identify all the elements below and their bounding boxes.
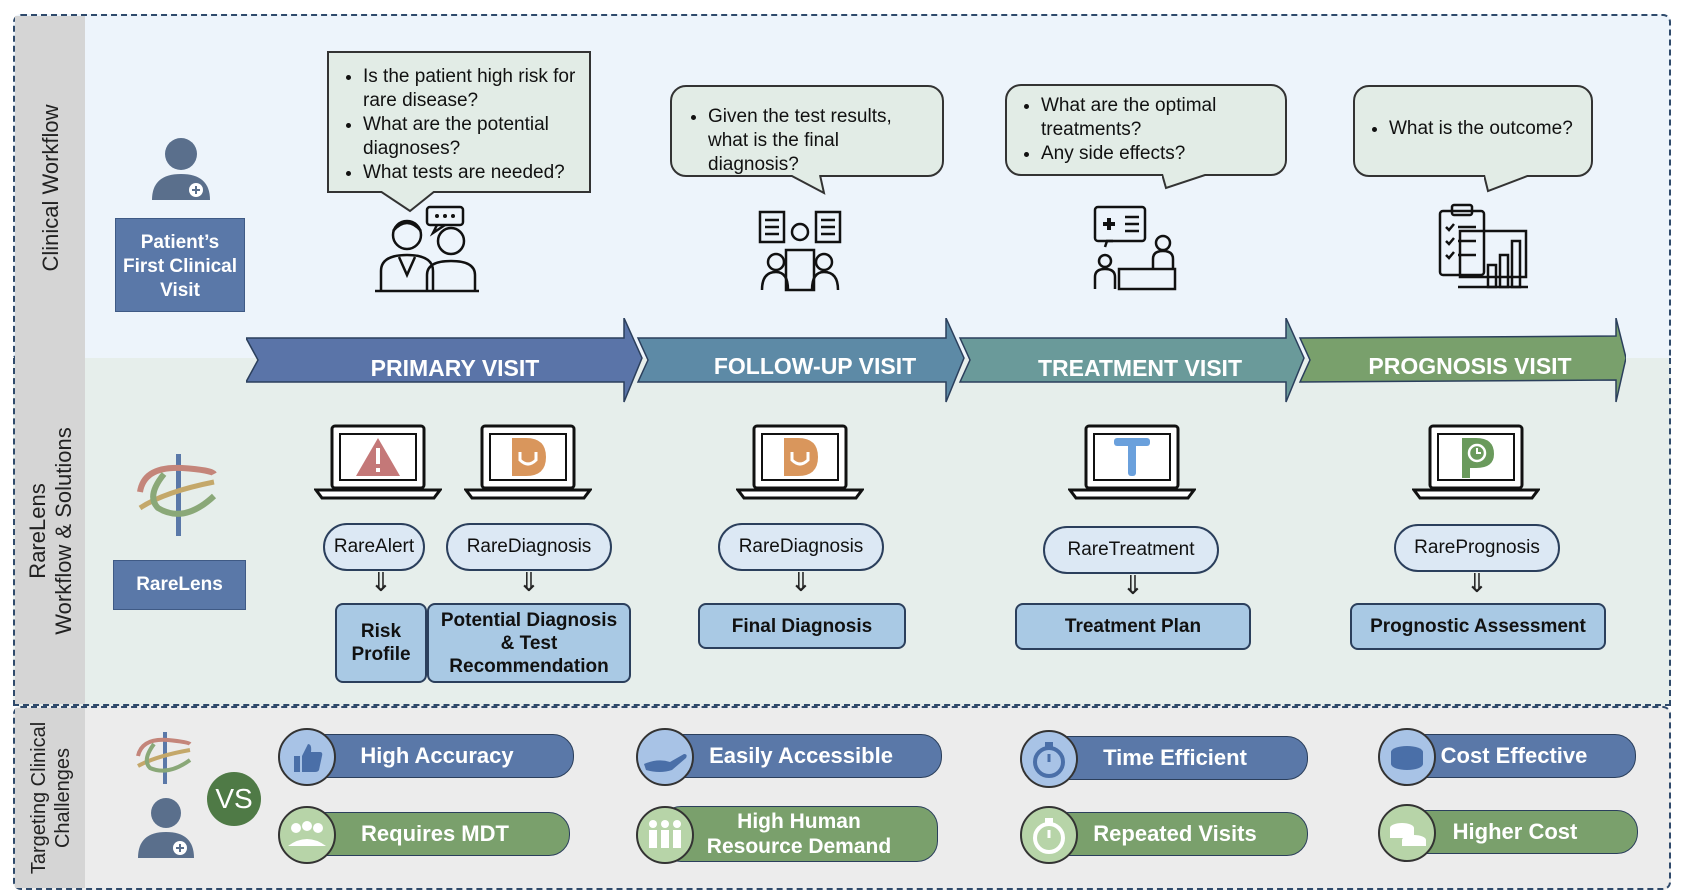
rarelens-label: RareLens Workflow & Solutions (25, 427, 77, 634)
primary-question-1: Is the patient high risk for rare diseas… (363, 65, 581, 113)
treatment-bubble-tail (1162, 174, 1209, 190)
patient-box-line1: Patient’s (140, 232, 220, 253)
rarediagnosis-final-tool[interactable]: RareDiagnosis (718, 523, 884, 571)
stopwatch-icon (1020, 730, 1078, 788)
challenge-hr-line2: Resource Demand (706, 835, 892, 858)
team-meeting-icon (758, 210, 842, 292)
rarealert-laptop-icon (314, 424, 442, 500)
prognosis-question-1: What is the outcome? (1389, 117, 1583, 141)
final-diagnosis-output: Final Diagnosis (698, 603, 906, 649)
rareprognosis-down-arrow: ⇓ (1466, 568, 1488, 598)
prognostic-assessment-output: Prognostic Assessment (1350, 603, 1606, 650)
raretreatment-laptop-icon (1068, 424, 1196, 500)
treatment-question-2: Any side effects? (1041, 142, 1277, 166)
clinical-workflow-section: Clinical Workflow (13, 14, 1671, 362)
rarelens-label-line1: RareLens (25, 483, 50, 579)
coins-icon (1378, 728, 1436, 786)
treatment-visit-label: TREATMENT VISIT (1037, 355, 1242, 381)
raretreatment-down-arrow: ⇓ (1122, 570, 1144, 600)
group-icon (278, 806, 336, 864)
money-stack-icon (1378, 804, 1436, 862)
benefit-time-efficient: Time Efficient (1042, 736, 1308, 780)
challenges-label: Targeting Clinical Challenges (27, 722, 75, 874)
rarediagnosis-final-down-arrow: ⇓ (790, 567, 812, 597)
followup-question-bubble: Given the test results, what is the fina… (670, 85, 944, 177)
primary-question-bubble: Is the patient high risk for rare diseas… (327, 51, 591, 193)
patient-small-icon (138, 798, 194, 858)
challenge-high-human-resource: High Human Resource Demand (660, 806, 938, 862)
rarediagnosis-laptop-icon (464, 424, 592, 500)
rarediagnosis-final-laptop-icon (736, 424, 864, 500)
raretreatment-tool[interactable]: RareTreatment (1043, 526, 1219, 574)
potential-diagnosis-output: Potential Diagnosis & Test Recommendatio… (427, 603, 631, 683)
prognosis-question-bubble: What is the outcome? (1353, 85, 1593, 177)
treatment-plan-output: Treatment Plan (1015, 603, 1251, 650)
primary-visit-label: PRIMARY VISIT (370, 355, 540, 381)
challenge-hr-line1: High Human (737, 810, 861, 833)
challenges-label-line1: Targeting Clinical (28, 721, 50, 875)
treatment-question-bubble: What are the optimal treatments? Any sid… (1005, 84, 1287, 176)
rarediagnosis-down-arrow: ⇓ (518, 567, 540, 597)
followup-visit-label: FOLLOW-UP VISIT (713, 353, 917, 379)
primary-visit-arrow (246, 318, 643, 403)
doctor-patient-consultation-icon (375, 205, 479, 293)
followup-visit-arrow (636, 318, 965, 403)
challenge-requires-mdt: Requires MDT (300, 812, 570, 856)
risk-profile-line2: Profile (351, 644, 411, 665)
thumbs-up-icon (278, 728, 336, 786)
primary-question-2: What are the potential diagnoses? (363, 113, 581, 161)
risk-profile-output: Risk Profile (335, 603, 427, 683)
benefit-high-accuracy: High Accuracy (300, 734, 574, 778)
clinical-workflow-label: Clinical Workflow (38, 104, 63, 272)
rarelens-side-label: RareLens Workflow & Solutions (15, 358, 85, 704)
rareprognosis-laptop-icon (1412, 424, 1540, 500)
hospital-reception-icon (1093, 205, 1177, 291)
treatment-visit-arrow (958, 318, 1305, 403)
challenges-label-line2: Challenges (52, 747, 74, 849)
risk-profile-line1: Risk (360, 621, 402, 642)
treatment-question-1: What are the optimal treatments? (1041, 94, 1277, 142)
people-icon (636, 806, 694, 864)
vs-badge: VS (207, 772, 261, 826)
clinical-workflow-side-label: Clinical Workflow (15, 16, 85, 360)
visit-stage-arrows (246, 318, 1626, 403)
challenge-higher-cost: Higher Cost (1392, 810, 1638, 854)
prognosis-bubble-tail (1484, 175, 1531, 193)
rareprognosis-tool[interactable]: RarePrognosis (1394, 524, 1560, 572)
patient-first-visit-box: Patient’s First Clinical Visit (115, 218, 245, 312)
rarealert-tool[interactable]: RareAlert (323, 523, 425, 571)
primary-bubble-tail (380, 191, 436, 213)
patient-icon (152, 138, 210, 200)
rarelens-box: RareLens (113, 560, 246, 610)
followup-bubble-tail (790, 175, 826, 195)
patient-box-line3: Visit (160, 280, 200, 301)
rarelens-logo (137, 454, 217, 536)
patient-box-line2: First Clinical (122, 256, 238, 277)
rarelens-small-logo (136, 732, 192, 784)
prognosis-visit-arrow (1298, 318, 1626, 403)
potential-diagnosis-line1: Potential Diagnosis (440, 609, 618, 631)
timer-icon (1020, 806, 1078, 864)
potential-diagnosis-line2: & Test (500, 632, 558, 654)
clipboard-chart-icon (1438, 203, 1528, 289)
challenge-repeated-visits: Repeated Visits (1042, 812, 1308, 856)
rarediagnosis-tool[interactable]: RareDiagnosis (446, 523, 612, 571)
rarealert-down-arrow: ⇓ (370, 567, 392, 597)
rarelens-label-line2: Workflow & Solutions (51, 427, 76, 635)
primary-question-3: What tests are needed? (363, 161, 581, 185)
prognosis-visit-label: PROGNOSIS VISIT (1368, 353, 1572, 379)
potential-diagnosis-line3: Recommendation (449, 655, 609, 677)
challenges-side-label: Targeting Clinical Challenges (15, 708, 85, 888)
hand-icon (636, 728, 694, 786)
followup-question-1: Given the test results, what is the fina… (708, 105, 932, 177)
benefit-easily-accessible: Easily Accessible (660, 734, 942, 778)
